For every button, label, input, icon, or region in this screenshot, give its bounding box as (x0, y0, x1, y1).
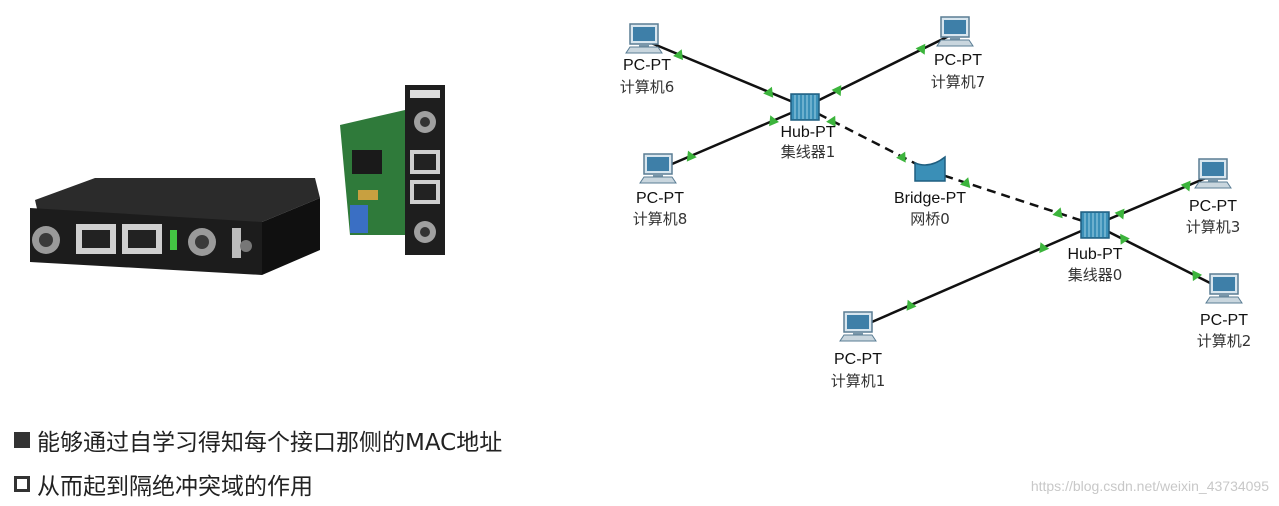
link-status-indicator (769, 115, 779, 127)
bullet-text: 能够通过自学习得知每个接口那侧的MAC地址 (37, 430, 503, 456)
link-line (857, 223, 1096, 330)
node-name-label: 网桥0 (910, 210, 950, 228)
node-type-label: PC-PT (623, 57, 671, 74)
link-line (804, 105, 931, 173)
link-line (1094, 173, 1214, 227)
link-pc2-hub0 (1094, 223, 1225, 292)
link-line (804, 31, 956, 109)
node-type-label: PC-PT (1200, 312, 1248, 329)
node-name-label: 计算机3 (1186, 218, 1241, 236)
bullet-item: 从而起到隔绝冲突域的作用 (14, 462, 502, 506)
node-name-label: 集线器1 (781, 143, 836, 161)
node-type-label: Hub-PT (1067, 246, 1122, 263)
node-name-label: 计算机8 (633, 210, 688, 228)
card-bridge-module (340, 85, 445, 255)
node-type-label: PC-PT (934, 52, 982, 69)
watermark: https://blog.csdn.net/weixin_43734095 (1030, 478, 1269, 494)
link-bridge0-hub0 (929, 169, 1096, 227)
link-status-indicator (915, 43, 926, 55)
node-type-label: PC-PT (636, 190, 684, 207)
pc-icon (1205, 273, 1243, 304)
node-hub0[interactable]: Hub-PT 集线器0 (1067, 211, 1123, 284)
node-pc3[interactable]: PC-PT 计算机3 (1186, 158, 1241, 236)
link-status-indicator (763, 86, 774, 98)
link-status-indicator (1180, 180, 1191, 192)
node-name-label: 计算机1 (831, 372, 886, 390)
bridge-icon (914, 155, 946, 182)
link-status-indicator (1039, 242, 1050, 254)
nodes-layer: PC-PT计算机6PC-PT计算机7PC-PT计算机8Hub-PT集线器1Bri… (620, 16, 1252, 390)
link-status-indicator (1052, 207, 1063, 219)
hub-icon (790, 93, 820, 121)
link-status-indicator (1114, 208, 1125, 220)
desktop-bridge-unit (30, 178, 320, 275)
filled-square-icon (14, 432, 30, 448)
node-bridge0[interactable]: Bridge-PT 网桥0 (894, 155, 966, 228)
node-name-label: 集线器0 (1068, 266, 1123, 284)
link-pc7-hub1 (804, 31, 956, 109)
node-type-label: PC-PT (1189, 198, 1237, 215)
link-pc8-hub1 (657, 105, 806, 172)
bullet-list: 能够通过自学习得知每个接口那侧的MAC地址 从而起到隔绝冲突域的作用 (14, 418, 502, 506)
link-line (657, 105, 806, 172)
link-status-indicator (686, 150, 697, 162)
hollow-square-icon (14, 476, 30, 492)
pc-icon (839, 311, 877, 342)
link-status-indicator (831, 85, 842, 97)
node-pc7[interactable]: PC-PT 计算机7 (931, 16, 986, 91)
link-status-indicator (826, 115, 836, 127)
pc-icon (936, 16, 974, 47)
node-pc2[interactable]: PC-PT 计算机2 (1197, 273, 1252, 350)
node-type-label: Hub-PT (780, 124, 835, 141)
link-pc6-hub1 (643, 38, 806, 109)
network-topology-diagram: PC-PT计算机6PC-PT计算机7PC-PT计算机8Hub-PT集线器1Bri… (620, 16, 1252, 390)
link-line (643, 38, 806, 109)
node-name-label: 计算机2 (1197, 332, 1252, 350)
link-status-indicator (1120, 233, 1130, 245)
link-pc1-hub0 (857, 223, 1096, 330)
hub-icon (1080, 211, 1110, 239)
node-pc1[interactable]: PC-PT 计算机1 (831, 311, 886, 390)
bullet-text: 从而起到隔绝冲突域的作用 (37, 474, 313, 500)
links-layer (643, 31, 1225, 330)
link-status-indicator (906, 299, 917, 311)
link-hub1-bridge0 (804, 105, 931, 173)
link-status-indicator (1192, 270, 1203, 282)
node-type-label: PC-PT (834, 351, 882, 368)
node-pc8[interactable]: PC-PT 计算机8 (633, 153, 688, 228)
link-status-indicator (960, 177, 971, 188)
link-line (1094, 223, 1225, 292)
bullet-item: 能够通过自学习得知每个接口那侧的MAC地址 (14, 418, 502, 462)
link-status-indicator (896, 151, 906, 163)
node-hub1[interactable]: Hub-PT 集线器1 (780, 93, 836, 161)
pc-icon (639, 153, 677, 184)
bridge-device-photo (30, 85, 445, 275)
node-name-label: 计算机7 (931, 73, 986, 91)
pc-icon (625, 23, 663, 54)
pc-icon (1194, 158, 1232, 189)
node-type-label: Bridge-PT (894, 190, 966, 207)
node-pc6[interactable]: PC-PT 计算机6 (620, 23, 675, 96)
node-name-label: 计算机6 (620, 78, 675, 96)
link-pc3-hub0 (1094, 173, 1214, 227)
link-status-indicator (673, 49, 683, 61)
